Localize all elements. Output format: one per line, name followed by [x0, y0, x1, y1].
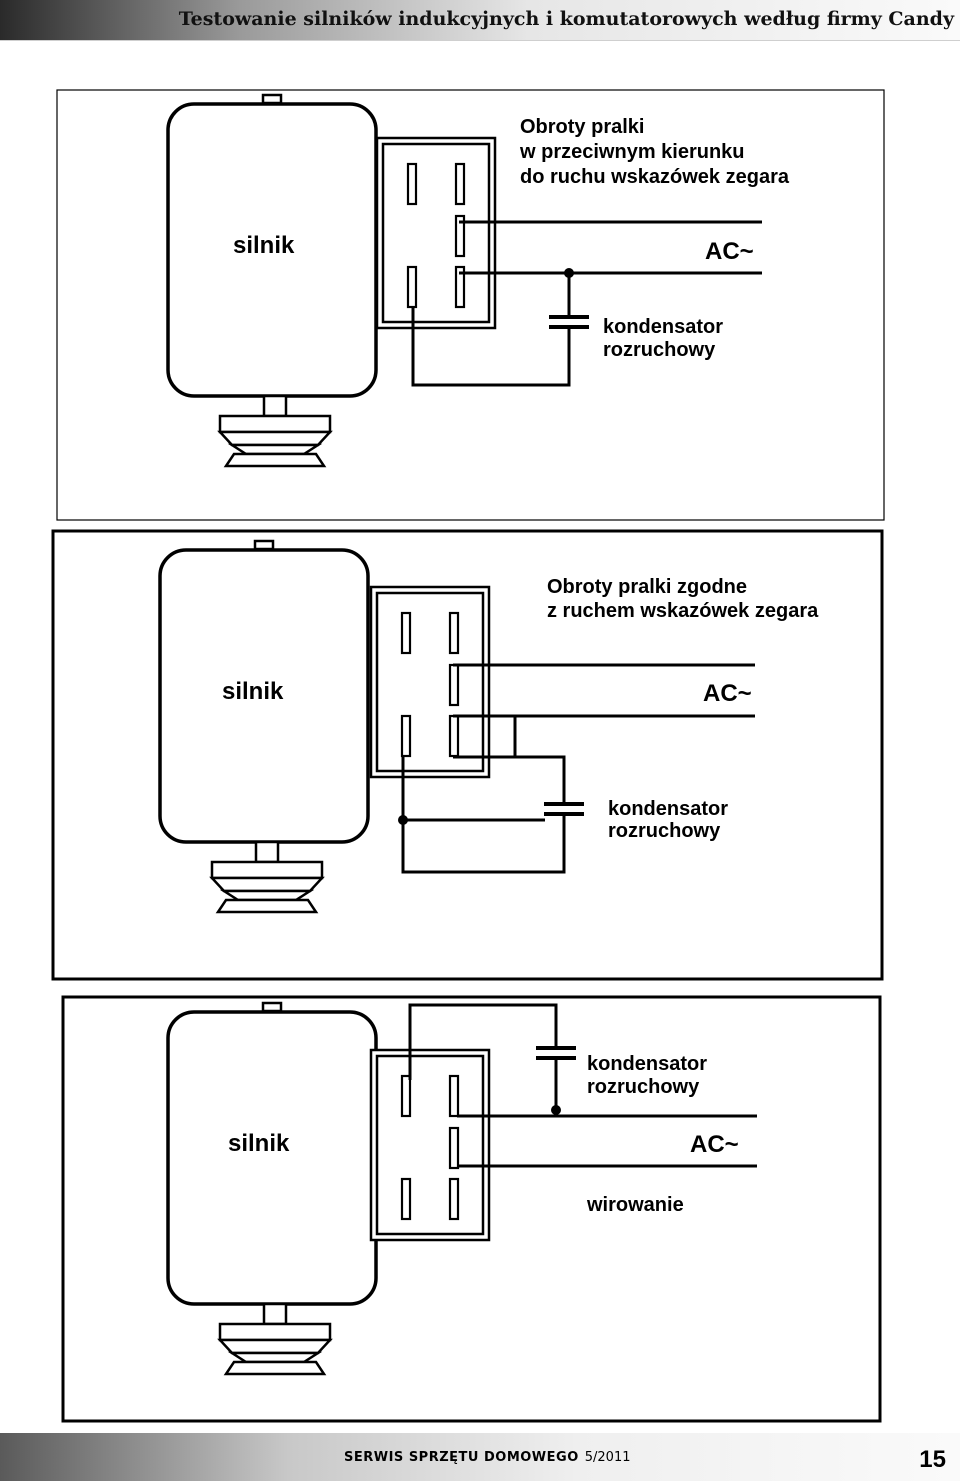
- capacitor-wire-top: [453, 755, 566, 804]
- mode-label: wirowanie: [586, 1194, 684, 1216]
- diagram-3-frame: [61, 995, 882, 1423]
- heading-line-2: w przeciwnym kierunku: [519, 141, 745, 163]
- motor-label: silnik: [233, 232, 295, 259]
- ac-label: AC~: [690, 1131, 739, 1158]
- motor-icon: [166, 1001, 378, 1376]
- page-footer: SERWIS SPRZĘTU DOMOWEGO 5/2011 15: [0, 1433, 960, 1481]
- capacitor-wire-top: [408, 1003, 558, 1080]
- heading-line-3: do ruchu wskazówek zegara: [520, 166, 790, 188]
- capacitor-icon: [534, 1046, 578, 1060]
- diagram-1: silnik Obroty pralki w przeciwnym kierun…: [56, 89, 885, 521]
- ac-label: AC~: [705, 238, 754, 265]
- motor-icon: [166, 93, 378, 468]
- capacitor-label-1: kondensator: [603, 316, 723, 338]
- diagram-3: silnik kondensator rozruchowy AC~ wirowa…: [61, 995, 882, 1423]
- heading-line-1: Obroty pralki: [520, 116, 644, 138]
- motor-label: silnik: [228, 1130, 290, 1157]
- capacitor-label-2: rozruchowy: [603, 339, 716, 361]
- terminal-block-icon: [369, 1048, 491, 1242]
- terminal-block-icon: [375, 136, 497, 330]
- ac-label: AC~: [703, 680, 752, 707]
- footer-issue: 5/2011: [584, 1450, 631, 1465]
- page-header: Testowanie silników indukcyjnych i komut…: [0, 0, 960, 41]
- diagram-1-frame: [56, 89, 885, 521]
- capacitor-label-2: rozruchowy: [587, 1076, 700, 1098]
- terminal-block-icon: [369, 585, 491, 779]
- capacitor-icon: [547, 315, 591, 329]
- diagram-2-frame: [51, 529, 884, 981]
- capacitor-wire: [411, 307, 571, 387]
- diagram-2: silnik Obroty pralki zgodne z ruchem wsk…: [51, 529, 884, 981]
- footer-publication: SERWIS SPRZĘTU DOMOWEGO 5/2011: [344, 1450, 631, 1465]
- heading-line-1: Obroty pralki zgodne: [547, 576, 747, 598]
- heading-line-2: z ruchem wskazówek zegara: [547, 600, 819, 622]
- motor-icon: [158, 539, 370, 914]
- motor-label: silnik: [222, 678, 284, 705]
- capacitor-label-1: kondensator: [608, 798, 728, 820]
- junction-dot: [551, 1105, 561, 1115]
- footer-brand: SERWIS SPRZĘTU DOMOWEGO: [344, 1450, 579, 1465]
- junction-dot: [398, 815, 408, 825]
- capacitor-label-2: rozruchowy: [608, 820, 721, 842]
- page-title: Testowanie silników indukcyjnych i komut…: [178, 8, 954, 30]
- capacitor-icon: [542, 802, 586, 816]
- page-number: 15: [919, 1446, 946, 1473]
- capacitor-label-1: kondensator: [587, 1053, 707, 1075]
- capacitor-wire-bottom: [401, 756, 566, 874]
